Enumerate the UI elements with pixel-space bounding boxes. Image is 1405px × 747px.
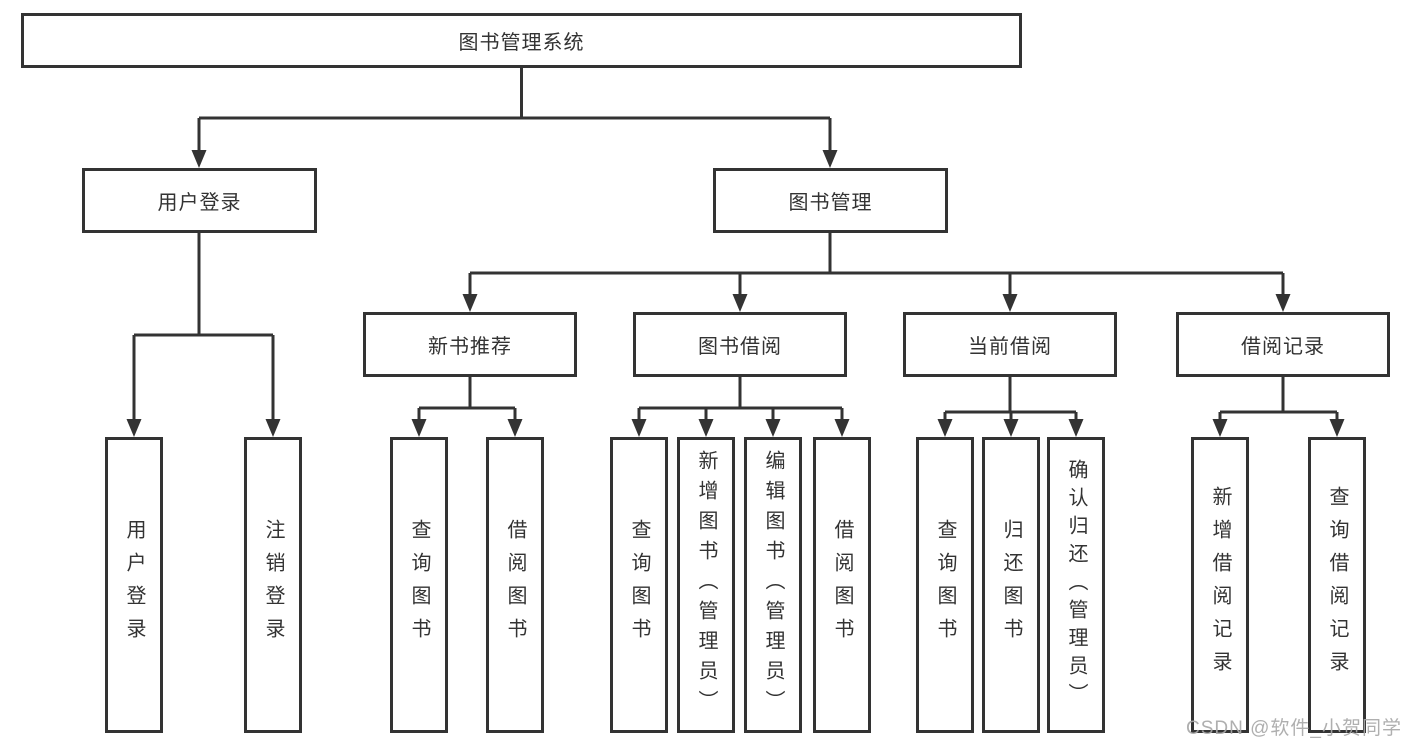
leaf-query-books-borrow: 查询图书: [610, 437, 668, 733]
leaf-label: 查询图书: [628, 519, 650, 651]
node-label: 借阅记录: [1241, 336, 1325, 358]
leaf-label: 查询图书: [408, 519, 430, 651]
leaf-label: 确认归还（管理员）: [1065, 459, 1087, 711]
leaf-query-books-recommend: 查询图书: [390, 437, 448, 733]
node-label: 图书管理: [788, 192, 873, 214]
leaf-label: 查询图书: [934, 519, 956, 651]
leaf-borrow-books-recommend: 借阅图书: [486, 437, 544, 733]
leaf-label: 新增图书（管理员）: [695, 450, 717, 720]
node-current-borrow: 当前借阅: [903, 312, 1117, 377]
leaf-user-login: 用户登录: [105, 437, 163, 733]
node-book-borrow: 图书借阅: [633, 312, 847, 377]
node-label: 新书推荐: [428, 336, 512, 358]
node-new-book-recommend: 新书推荐: [363, 312, 577, 377]
leaf-label: 查询借阅记录: [1326, 486, 1348, 684]
node-user-login-branch: 用户登录: [82, 168, 317, 233]
leaf-confirm-return-admin: 确认归还（管理员）: [1047, 437, 1105, 733]
leaf-add-borrow-record: 新增借阅记录: [1191, 437, 1249, 733]
leaf-label: 注销登录: [262, 519, 284, 651]
node-label: 用户登录: [157, 192, 242, 214]
leaf-query-books-current: 查询图书: [916, 437, 974, 733]
node-book-management: 图书管理: [713, 168, 948, 233]
leaf-add-book-admin: 新增图书（管理员）: [677, 437, 735, 733]
leaf-edit-book-admin: 编辑图书（管理员）: [744, 437, 802, 733]
leaf-logout: 注销登录: [244, 437, 302, 733]
leaf-query-borrow-record: 查询借阅记录: [1308, 437, 1366, 733]
leaf-return-book: 归还图书: [982, 437, 1040, 733]
leaf-label: 归还图书: [1000, 519, 1022, 651]
node-label: 当前借阅: [968, 336, 1052, 358]
node-root-label: 图书管理系统: [458, 32, 585, 54]
node-label: 图书借阅: [698, 336, 782, 358]
leaf-borrow-books: 借阅图书: [813, 437, 871, 733]
leaf-label: 新增借阅记录: [1209, 486, 1231, 684]
node-borrow-records: 借阅记录: [1176, 312, 1390, 377]
leaf-label: 用户登录: [123, 519, 145, 651]
watermark-text: CSDN @软件_小贺同学: [1186, 718, 1402, 739]
node-root: 图书管理系统: [21, 13, 1022, 68]
leaf-label: 借阅图书: [504, 519, 526, 651]
leaf-label: 借阅图书: [831, 519, 853, 651]
leaf-label: 编辑图书（管理员）: [762, 450, 784, 720]
